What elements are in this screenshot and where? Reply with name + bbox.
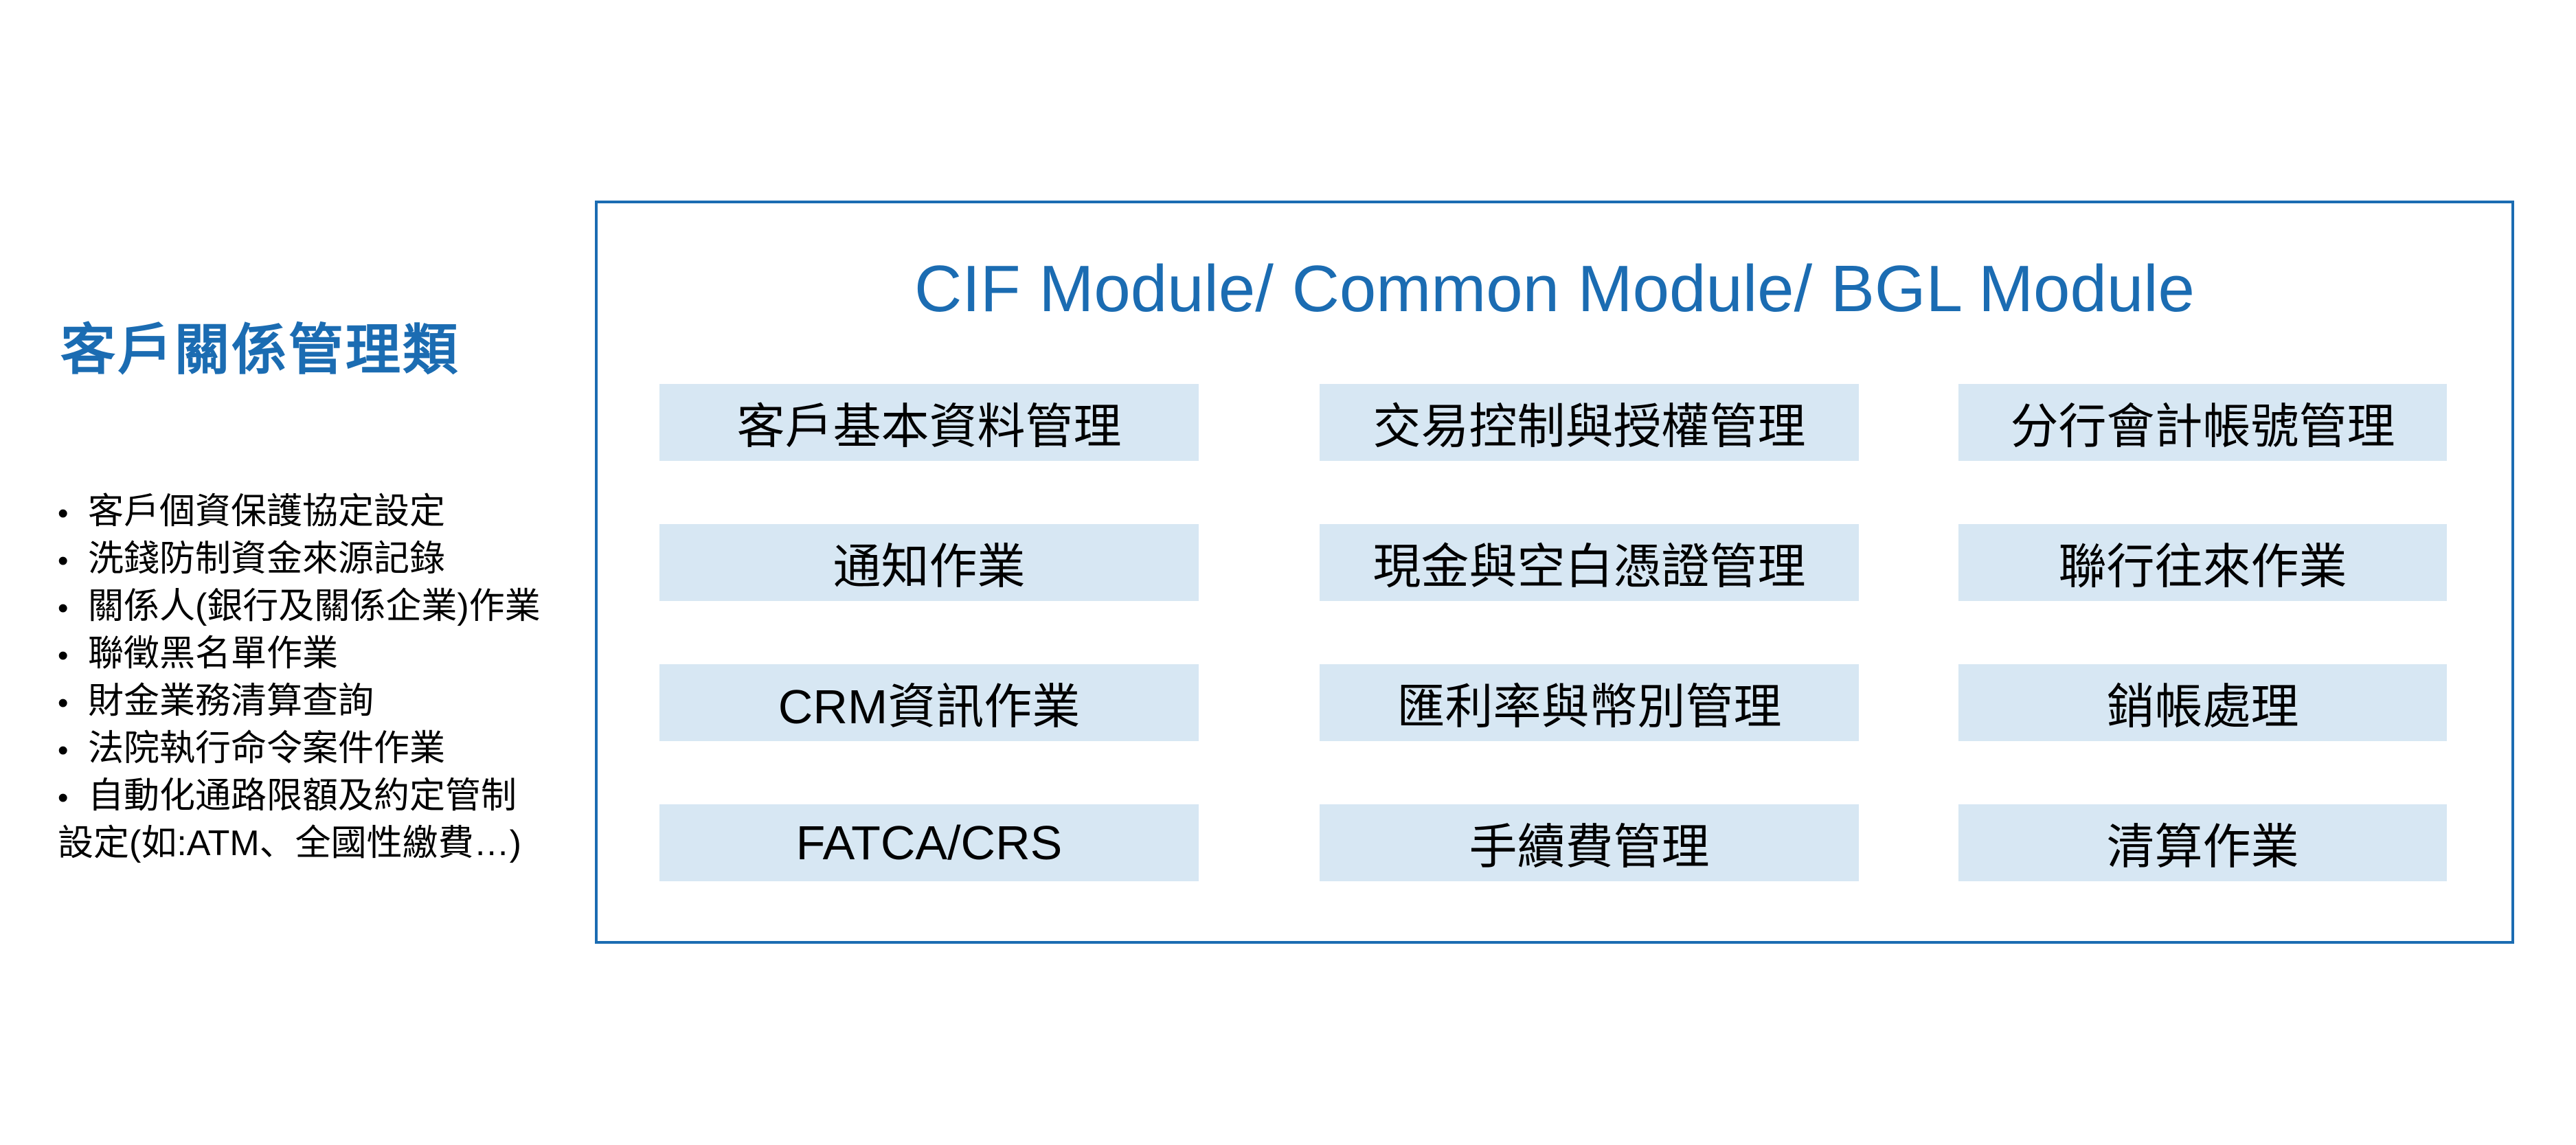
module-cell: FATCA/CRS	[659, 804, 1199, 881]
module-row: CRM資訊作業 匯利率與幣別管理 銷帳處理	[659, 664, 2447, 741]
bullet-text: 設定(如:ATM、全國性繳費…)	[58, 824, 521, 863]
module-cell: 銷帳處理	[1958, 664, 2447, 741]
bullet-item: • 關係人(銀行及關係企業)作業	[58, 584, 541, 631]
module-cell: 手續費管理	[1320, 804, 1859, 881]
module-cell: 通知作業	[659, 524, 1199, 601]
bullet-item: • 財金業務清算查詢	[58, 679, 541, 726]
bullet-text: 關係人(銀行及關係企業)作業	[88, 587, 541, 626]
bullet-text: 自動化通路限額及約定管制	[88, 776, 517, 816]
bullet-item: • 聯徵黑名單作業	[58, 631, 541, 679]
bullet-text: 財金業務清算查詢	[88, 681, 374, 721]
module-cell: 匯利率與幣別管理	[1320, 664, 1859, 741]
bullet-text: 洗錢防制資金來源記錄	[88, 539, 446, 579]
module-cell: 現金與空白憑證管理	[1320, 524, 1859, 601]
bullet-dot-icon: •	[58, 591, 69, 625]
module-cell: 聯行往來作業	[1958, 524, 2447, 601]
bullet-item: • 法院執行命令案件作業	[58, 726, 541, 773]
module-cell: 分行會計帳號管理	[1958, 384, 2447, 461]
bullet-dot-icon: •	[58, 544, 69, 578]
sidebar-title: 客戶關係管理類	[60, 319, 460, 381]
module-grid: 客戶基本資料管理 交易控制與授權管理 分行會計帳號管理通知作業 現金與空白憑證管理 聯行…	[659, 384, 2447, 881]
bullet-dot-icon: •	[58, 639, 69, 672]
bullet-item: • 客戶個資保護協定設定	[58, 489, 541, 536]
bullet-text: 聯徵黑名單作業	[88, 634, 339, 674]
module-cell: CRM資訊作業	[659, 664, 1199, 741]
module-cell: 客戶基本資料管理	[659, 384, 1199, 461]
module-panel: CIF Module/ Common Module/ BGL Module 客戶…	[595, 201, 2514, 944]
module-cell: 清算作業	[1958, 804, 2447, 881]
bullet-dot-icon: •	[58, 497, 69, 530]
bullet-text: 法院執行命令案件作業	[88, 729, 446, 769]
module-row: 通知作業 現金與空白憑證管理 聯行往來作業	[659, 524, 2447, 601]
module-row: 客戶基本資料管理 交易控制與授權管理 分行會計帳號管理	[659, 384, 2447, 461]
module-cell: 交易控制與授權管理	[1320, 384, 1859, 461]
sidebar-bullet-list: • 客戶個資保護協定設定 • 洗錢防制資金來源記錄 • 關係人(銀行及關係企業)作業 • 聯徵…	[58, 489, 541, 867]
bullet-dot-icon: •	[58, 686, 69, 720]
bullet-dot-icon: •	[58, 781, 69, 815]
bullet-text: 客戶個資保護協定設定	[88, 492, 446, 532]
bullet-item: • 洗錢防制資金來源記錄	[58, 536, 541, 584]
bullet-item: • 自動化通路限額及約定管制	[58, 773, 541, 821]
bullet-item-continuation: 設定(如:ATM、全國性繳費…)	[58, 821, 541, 867]
module-row: FATCA/CRS 手續費管理 清算作業	[659, 804, 2447, 881]
bullet-dot-icon: •	[58, 734, 69, 767]
panel-title: CIF Module/ Common Module/ BGL Module	[914, 252, 2195, 326]
